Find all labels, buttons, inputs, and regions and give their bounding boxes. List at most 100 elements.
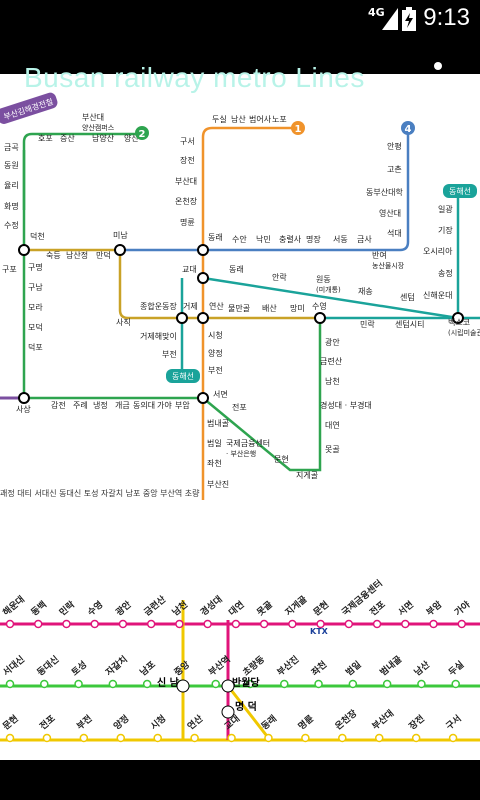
station-label[interactable]: 광안: [325, 337, 340, 347]
station-label[interactable]: 배산: [262, 303, 277, 313]
station-label[interactable]: 범내골: [207, 418, 229, 428]
station-label[interactable]: 거제해맞이: [140, 331, 177, 341]
station-label[interactable]: 부전: [162, 349, 177, 359]
station-label[interactable]: 모덕: [28, 322, 43, 332]
station-label[interactable]: 민락: [360, 319, 375, 329]
station-label[interactable]: 금사: [357, 235, 372, 244]
station-label[interactable]: 구포: [2, 265, 17, 274]
station-label[interactable]: 모라: [28, 303, 43, 312]
lower-station-label[interactable]: 시청: [148, 712, 168, 732]
station-label[interactable]: 고촌: [387, 165, 402, 174]
line-1-badge[interactable]: 1: [291, 121, 305, 135]
station-label[interactable]: 경성대 · 부경대: [320, 400, 372, 410]
station-label[interactable]: 명륜: [180, 217, 195, 227]
lower-station-label[interactable]: 전포: [37, 712, 58, 732]
station-label[interactable]: 남산: [231, 114, 246, 124]
station-label[interactable]: 범일: [207, 438, 222, 448]
station-label[interactable]: 증산: [60, 133, 75, 143]
station-label[interactable]: 국제금융센터: [226, 438, 270, 448]
station-label[interactable]: 덕천: [30, 231, 45, 241]
station-label[interactable]: 수안: [232, 234, 247, 244]
station-label[interactable]: 남양산: [92, 133, 115, 143]
lower-station-label[interactable]: 문현: [311, 598, 331, 618]
lower-station-label[interactable]: 남산: [412, 658, 433, 678]
lower-station-label[interactable]: 부암: [424, 598, 445, 618]
lower-station-label[interactable]: 지게골: [283, 593, 310, 618]
lower-station-label[interactable]: 광안: [113, 598, 134, 618]
lower-station-label[interactable]: 부산대: [369, 707, 396, 732]
station-label[interactable]: 호포: [38, 134, 53, 143]
station-label[interactable]: 만덕: [96, 250, 111, 260]
lower-station-label[interactable]: 동백: [28, 598, 48, 618]
station-label[interactable]: 신해운대: [423, 290, 452, 300]
station-label[interactable]: 냉정: [93, 400, 108, 410]
lower-station-label[interactable]: 연산: [185, 712, 206, 732]
lower-station-label[interactable]: 대연: [226, 598, 246, 618]
station-label[interactable]: 숙등: [46, 251, 61, 260]
station-label[interactable]: 연산: [209, 301, 224, 311]
station-label[interactable]: 부전: [208, 365, 223, 375]
lower-station-label[interactable]: 좌천: [309, 658, 329, 678]
station-label[interactable]: 안평: [387, 141, 402, 151]
donghae-line-tag-south[interactable]: 동해선: [166, 369, 200, 383]
station-label[interactable]: 범어사: [249, 114, 272, 124]
station-label[interactable]: 충렬사: [279, 235, 302, 244]
lower-station-label[interactable]: 남포: [137, 658, 158, 678]
station-label[interactable]: 온천장: [175, 196, 198, 206]
station-label[interactable]: 동래: [208, 233, 223, 242]
station-label[interactable]: 오시리아: [423, 246, 453, 256]
lower-station-label[interactable]: 명륜: [296, 712, 316, 732]
station-label[interactable]: 영산대: [379, 208, 401, 218]
gimhae-line-tag[interactable]: 부산김해경전철: [0, 91, 59, 125]
lower-station-label[interactable]: 범내골: [377, 653, 404, 678]
lower-station-label[interactable]: 부산진: [275, 653, 302, 678]
station-label[interactable]: 구남: [28, 283, 43, 292]
station-label[interactable]: 부암: [175, 400, 190, 410]
station-label[interactable]: 동의대: [133, 400, 155, 410]
station-label[interactable]: 대연: [325, 421, 340, 430]
lower-station-label[interactable]: 동대신: [35, 653, 62, 678]
station-label[interactable]: 금련산: [320, 356, 343, 366]
station-label[interactable]: 서면: [213, 389, 228, 399]
station-label[interactable]: 문현: [274, 455, 289, 464]
station-label[interactable]: 미남: [113, 231, 128, 240]
lower-station-label[interactable]: 가야: [452, 598, 473, 618]
lower-station-label[interactable]: 경성대: [198, 593, 225, 618]
station-label[interactable]: 서동: [333, 235, 348, 244]
lower-station-label[interactable]: 수영: [85, 598, 105, 618]
lower-station-label[interactable]: 토성: [69, 658, 89, 678]
station-label[interactable]: 수영: [312, 301, 327, 311]
lower-station-label[interactable]: 장전: [406, 712, 426, 732]
station-label[interactable]: 부산대: [82, 112, 104, 122]
station-label[interactable]: · 부산은행: [226, 449, 256, 458]
station-label[interactable]: 낙민: [256, 234, 271, 244]
station-label[interactable]: 양산캠퍼스: [82, 123, 115, 132]
lower-station-label[interactable]: 온천장: [333, 707, 360, 733]
station-label[interactable]: 감전: [51, 400, 66, 410]
station-label[interactable]: 석대: [387, 228, 402, 238]
lower-station-label[interactable]: 전포: [367, 598, 388, 618]
station-label[interactable]: (미개통): [316, 285, 341, 294]
station-label[interactable]: 부산대: [175, 176, 197, 186]
station-label[interactable]: 시청: [208, 331, 223, 340]
station-label[interactable]: 반여: [372, 250, 387, 260]
line-4-badge[interactable]: 4: [401, 121, 415, 135]
station-label[interactable]: 원동: [316, 275, 331, 284]
station-label[interactable]: 동부산대학: [366, 187, 403, 197]
station-label[interactable]: 부산진: [207, 479, 229, 489]
station-label[interactable]: 장전: [180, 155, 195, 165]
station-label[interactable]: 동래: [229, 265, 244, 274]
station-label[interactable]: 일광: [438, 204, 453, 214]
donghae-line-tag-east[interactable]: 동해선: [443, 184, 477, 198]
station-label[interactable]: 노포: [272, 115, 287, 124]
line-2-badge[interactable]: 2: [135, 126, 149, 140]
lower-station-label[interactable]: 초량동: [240, 653, 267, 678]
station-label[interactable]: 못골: [325, 445, 340, 454]
station-label[interactable]: 덕포: [28, 342, 43, 352]
station-label[interactable]: 가야: [157, 400, 172, 410]
station-label[interactable]: 전포: [232, 402, 247, 412]
station-label[interactable]: 남천: [325, 376, 340, 386]
lower-station-label[interactable]: 못골: [255, 599, 275, 618]
lower-station-label[interactable]: 서면: [396, 598, 416, 618]
